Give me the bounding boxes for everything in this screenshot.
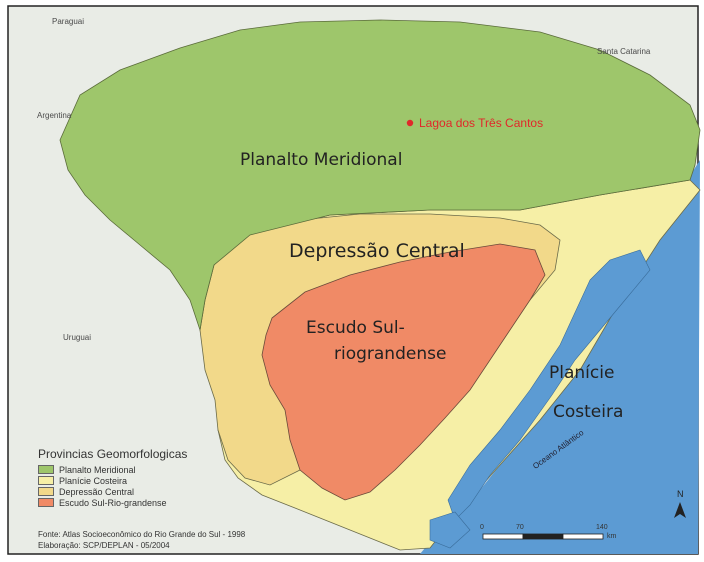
legend-item: Planície Costeira bbox=[38, 475, 288, 486]
source-line: Fonte: Atlas Socioeconômico do Rio Grand… bbox=[38, 530, 246, 539]
legend-label: Escudo Sul-Rio-grandense bbox=[59, 497, 167, 508]
region-label-escudo-line2: riograndense bbox=[334, 344, 447, 364]
region-label-escudo-line1: Escudo Sul- bbox=[306, 318, 405, 338]
credits-line: Elaboração: SCP/DEPLAN - 05/2004 bbox=[38, 541, 170, 550]
region-label-planicie-line1: Planície bbox=[549, 363, 615, 383]
legend: Provincias Geomorfologicas Planalto Meri… bbox=[38, 447, 288, 508]
label-argentina: Argentina bbox=[37, 111, 72, 120]
poi-marker bbox=[406, 119, 414, 127]
scale-label-140: 140 bbox=[596, 524, 608, 531]
legend-swatch-escudo bbox=[38, 498, 54, 507]
escudo-sul-rio-grandense-region bbox=[261, 243, 546, 501]
region-label-depressao: Depressão Central bbox=[289, 240, 465, 262]
legend-label: Depressão Central bbox=[59, 486, 135, 497]
legend-label: Planalto Meridional bbox=[59, 464, 136, 475]
legend-label: Planície Costeira bbox=[59, 475, 128, 486]
legend-swatch-planalto bbox=[38, 465, 54, 474]
label-uruguai: Uruguai bbox=[63, 333, 92, 342]
scale-label-70: 70 bbox=[516, 524, 524, 531]
scale-bar-segment-1 bbox=[482, 533, 524, 540]
legend-title: Provincias Geomorfologicas bbox=[38, 447, 188, 461]
region-label-planalto: Planalto Meridional bbox=[240, 150, 403, 170]
legend-item: Planalto Meridional bbox=[38, 464, 288, 475]
scale-bar-segment-2 bbox=[522, 533, 564, 540]
planalto-meridional-region bbox=[59, 19, 701, 331]
north-label: N bbox=[677, 489, 684, 499]
north-arrow-icon bbox=[674, 502, 686, 518]
legend-swatch-planicie bbox=[38, 476, 54, 485]
scale-label-0: 0 bbox=[480, 524, 484, 531]
legend-item: Depressão Central bbox=[38, 486, 288, 497]
atlantic-ocean bbox=[420, 160, 700, 554]
lagoa-dos-patos bbox=[447, 249, 651, 521]
legend-swatch-depressao bbox=[38, 487, 54, 496]
label-paraguai: Paraguai bbox=[52, 17, 85, 26]
legend-item: Escudo Sul-Rio-grandense bbox=[38, 497, 288, 508]
poi-label: Lagoa dos Três Cantos bbox=[419, 116, 544, 130]
region-label-planicie-line2: Costeira bbox=[553, 402, 624, 422]
label-santa-catarina: Santa Catarina bbox=[597, 47, 651, 56]
scale-bar-segment-3 bbox=[562, 533, 604, 540]
scale-unit: km bbox=[607, 533, 617, 540]
lagoa-mirim bbox=[429, 511, 471, 549]
